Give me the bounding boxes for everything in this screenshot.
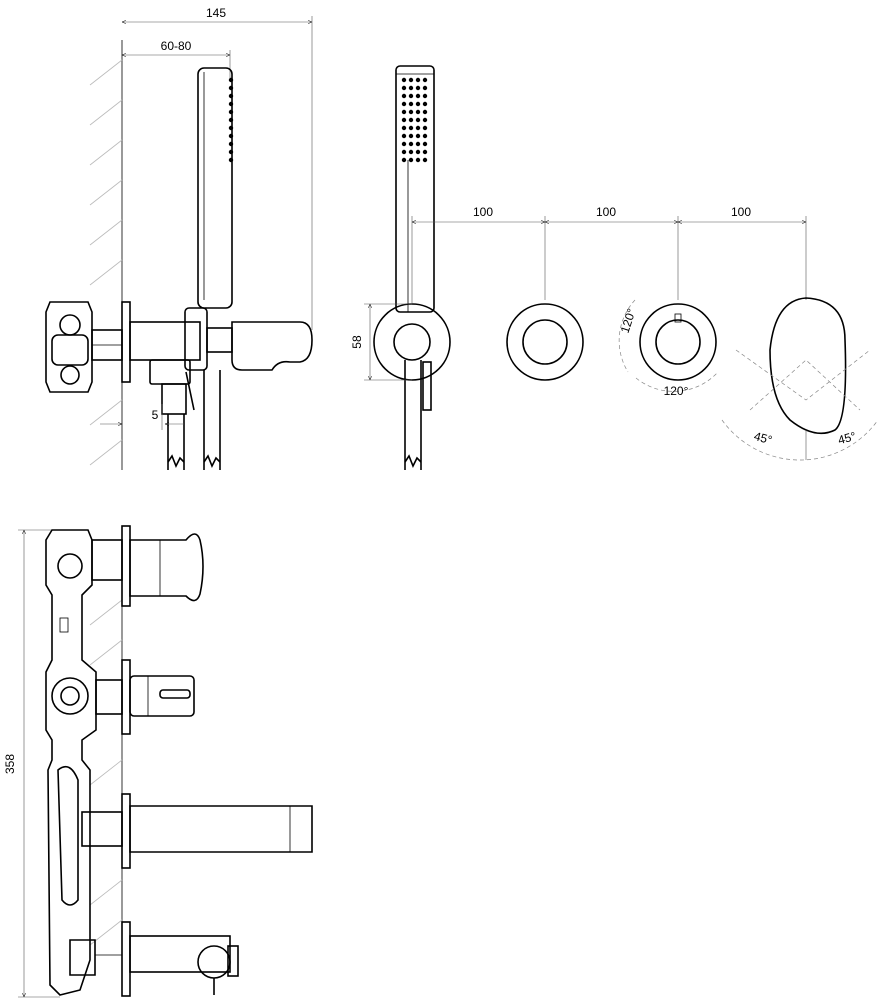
vertical-section-view: 358	[3, 525, 313, 997]
inwall-body-bottom	[45, 529, 123, 996]
dim-rotation-horizontal: 120°	[664, 384, 689, 398]
flange-holder	[121, 921, 131, 997]
outlet-body	[129, 307, 313, 415]
dim-spacing-1: 100	[473, 205, 493, 219]
hand-shower-side	[197, 67, 234, 309]
hoses	[167, 370, 221, 470]
front-view: 58 100 100 100 120° 120°	[350, 65, 879, 470]
dim-total-height: 358	[3, 754, 17, 774]
wall-hatching	[89, 59, 123, 466]
diverter-knob-side	[129, 675, 195, 717]
hand-shower-front	[395, 65, 435, 313]
spray-nozzles-grid	[401, 77, 428, 163]
dim-spacing-3: 100	[731, 205, 751, 219]
hose-front	[404, 360, 432, 470]
dim-wall-offset: 5	[152, 408, 159, 422]
dim-lever-right-angle: 45°	[836, 429, 857, 447]
dim-spacing-2: 100	[596, 205, 616, 219]
holder-plate	[373, 303, 451, 381]
dim-rotation-vertical: 120°	[618, 307, 639, 335]
flange-diverter	[121, 659, 131, 735]
diverter-knob: 120° 120°	[618, 299, 719, 398]
flange-mixer	[121, 525, 131, 607]
wall-hatching-bottom	[89, 599, 123, 946]
inwall-box	[45, 301, 123, 393]
mixer-lever-side	[129, 533, 204, 602]
side-view: 145 60-80	[45, 6, 313, 470]
spout-side	[129, 805, 313, 853]
dim-holder-height: 58	[350, 335, 364, 349]
dim-lever-left-angle: 45°	[752, 429, 773, 447]
dim-handle-depth: 60-80	[161, 39, 192, 53]
holder-side	[129, 935, 239, 995]
wall-flange	[121, 301, 131, 383]
dim-total-depth: 145	[206, 6, 226, 20]
outlet-ring	[506, 303, 584, 381]
mixer-lever: 45° 45°	[721, 297, 879, 461]
holder-knob	[393, 323, 431, 361]
flange-spout	[121, 793, 131, 869]
